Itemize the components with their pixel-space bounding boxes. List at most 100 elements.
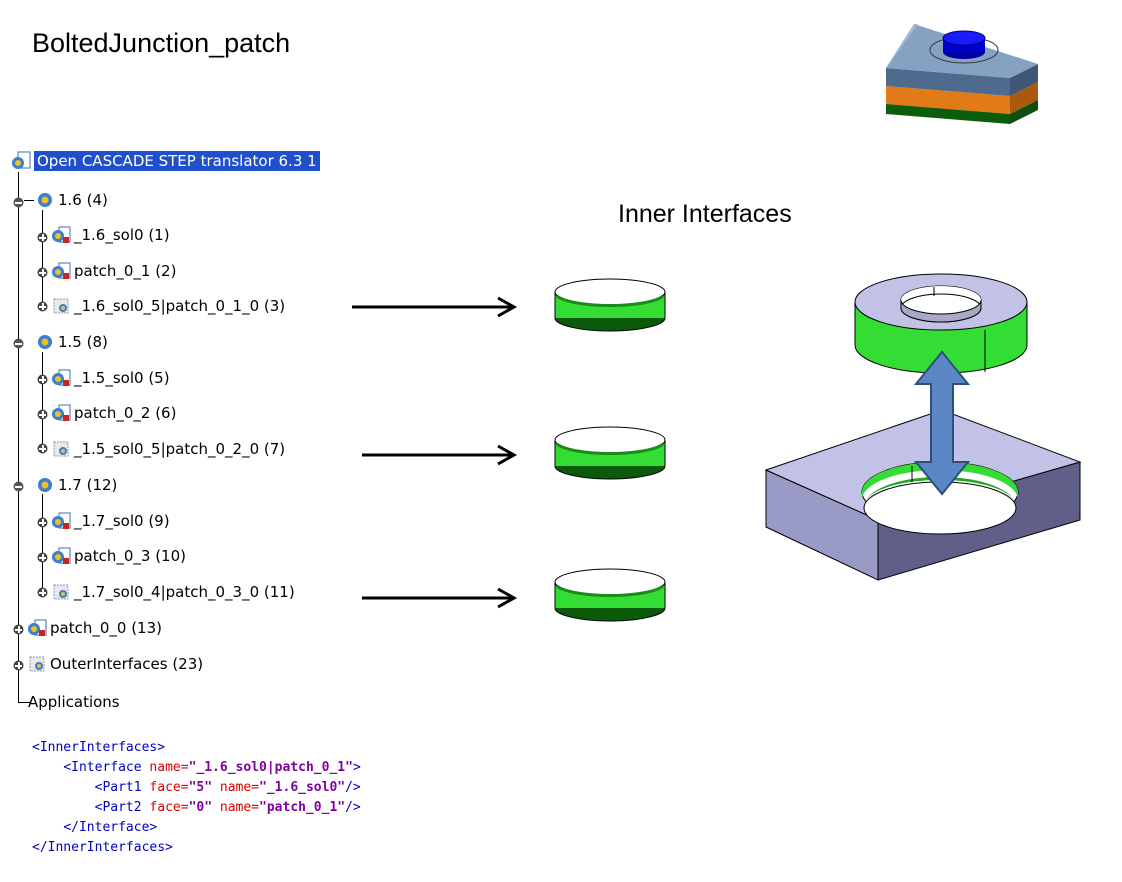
interface-icon: [53, 584, 69, 600]
expand-icon[interactable]: [37, 550, 48, 563]
tree-node[interactable]: _1.6_sol0_5|patch_0_1_0 (3): [50, 293, 285, 319]
assembly-icon: [38, 193, 52, 207]
tree-node-label: Applications: [28, 693, 120, 711]
collapse-icon[interactable]: [13, 479, 24, 492]
expand-icon[interactable]: [37, 585, 48, 598]
interface-icon: [29, 656, 45, 672]
expand-icon[interactable]: [37, 515, 48, 528]
tree-node[interactable]: _1.5_sol0_5|patch_0_2_0 (7): [50, 436, 285, 462]
xml-attr: face=: [149, 780, 189, 795]
xml-attr: name=: [149, 760, 189, 775]
xml-line: <Part2 face="0" name="patch_0_1"/>: [32, 798, 361, 818]
expand-icon[interactable]: [37, 441, 48, 454]
tree-node-label: patch_0_0 (13): [50, 619, 162, 637]
xml-tag: </Interface>: [63, 820, 158, 835]
tree-node-label: patch_0_3 (10): [74, 547, 186, 565]
tree-node-label: patch_0_1 (2): [74, 262, 177, 280]
xml-tag: <Part1: [94, 780, 142, 795]
double-arrow: [913, 350, 971, 496]
xml-snippet: <InnerInterfaces> <Interface name="_1.6_…: [32, 738, 361, 858]
tree-connector: [18, 702, 30, 703]
tree-node-label: _1.5_sol0_5|patch_0_2_0 (7): [74, 440, 286, 458]
part-icon: [52, 262, 71, 279]
tree-node-label: _1.6_sol0 (1): [74, 226, 170, 244]
tree-root[interactable]: Open CASCADE STEP translator 6.3 1: [10, 148, 320, 174]
part-icon: [52, 404, 71, 421]
xml-line: <InnerInterfaces>: [32, 738, 361, 758]
tree-node[interactable]: 1.5 (8): [34, 329, 108, 355]
tree-node[interactable]: _1.5_sol0 (5): [50, 365, 170, 391]
expand-icon[interactable]: [13, 658, 24, 671]
bolted-junction-thumbnail: [886, 24, 1038, 124]
tree-branch-line: [42, 210, 43, 306]
xml-tag: >: [352, 760, 361, 775]
tree-node-label: 1.6 (4): [58, 191, 108, 209]
xml-line: </Interface>: [32, 818, 361, 838]
collapse-icon[interactable]: [13, 336, 24, 349]
tree-node-label: patch_0_2 (6): [74, 404, 177, 422]
tree-node[interactable]: _1.7_sol0_4|patch_0_3_0 (11): [50, 579, 295, 605]
plate-with-hole: [764, 409, 1082, 581]
assembly-icon: [38, 478, 52, 492]
tree-node[interactable]: patch_0_1 (2): [50, 258, 176, 284]
expand-icon[interactable]: [13, 622, 24, 635]
xml-attr: name=: [219, 780, 260, 795]
page-title: BoltedJunction_patch: [32, 28, 291, 58]
part-icon: [52, 369, 71, 386]
interface-ring-1: [554, 278, 666, 332]
part-icon: [52, 547, 71, 564]
xml-tag: />: [345, 780, 361, 795]
expand-icon[interactable]: [37, 407, 48, 420]
xml-value: "0": [188, 800, 213, 815]
xml-tag: />: [345, 800, 361, 815]
tree-node-label: 1.7 (12): [58, 476, 118, 494]
xml-line: </InnerInterfaces>: [32, 838, 361, 858]
tree-node[interactable]: patch_0_3 (10): [50, 543, 186, 569]
xml-line: <Interface name="_1.6_sol0|patch_0_1">: [32, 758, 361, 778]
tree-node-label: _1.7_sol0_4|patch_0_3_0 (11): [74, 583, 295, 601]
expand-icon[interactable]: [37, 299, 48, 312]
interface-icon: [53, 441, 69, 457]
xml-attr: name=: [219, 800, 260, 815]
step-document-icon: [12, 151, 31, 169]
part-icon: [52, 226, 71, 243]
expand-icon[interactable]: [37, 372, 48, 385]
tree-node-label: OuterInterfaces (23): [50, 655, 204, 673]
tree-node[interactable]: Applications: [28, 689, 120, 715]
assembly-icon: [38, 335, 52, 349]
washer-ring: [854, 273, 1028, 374]
tree-node-label: _1.6_sol0_5|patch_0_1_0 (3): [74, 297, 286, 315]
collapse-icon[interactable]: [13, 195, 24, 208]
xml-value: "patch_0_1": [259, 800, 346, 815]
xml-line: <Part1 face="5" name="_1.6_sol0"/>: [32, 778, 361, 798]
tree-connector: [24, 200, 34, 201]
arrow-head: [497, 587, 518, 609]
tree-node-label: _1.7_sol0 (9): [74, 512, 170, 530]
xml-tag: <Interface: [63, 760, 142, 775]
xml-value: "5": [188, 780, 213, 795]
xml-tag: <InnerInterfaces>: [32, 740, 166, 755]
arrow-head: [497, 296, 518, 318]
tree-node[interactable]: 1.6 (4): [34, 187, 108, 213]
expand-icon[interactable]: [37, 230, 48, 243]
assembly-tree: Open CASCADE STEP translator 6.3 1 1.6 (…: [0, 0, 440, 720]
expand-icon[interactable]: [37, 265, 48, 278]
tree-node[interactable]: _1.7_sol0 (9): [50, 508, 170, 534]
inner-interfaces-title: Inner Interfaces: [618, 200, 792, 228]
interface-ring-3: [554, 568, 666, 622]
tree-root-label: Open CASCADE STEP translator 6.3 1: [34, 151, 320, 171]
tree-node[interactable]: patch_0_0 (13): [26, 615, 162, 641]
tree-trunk-line: [18, 172, 19, 702]
tree-node[interactable]: 1.7 (12): [34, 472, 117, 498]
interface-icon: [53, 298, 69, 314]
tree-node[interactable]: _1.6_sol0 (1): [50, 222, 170, 248]
xml-attr: face=: [149, 800, 189, 815]
tree-node[interactable]: OuterInterfaces (23): [26, 651, 203, 677]
tree-node-label: 1.5 (8): [58, 333, 108, 351]
xml-value: "_1.6_sol0": [259, 780, 346, 795]
tree-node[interactable]: patch_0_2 (6): [50, 400, 176, 426]
xml-tag: <Part2: [94, 800, 142, 815]
part-icon: [28, 619, 47, 636]
arrow-head: [497, 444, 518, 466]
tree-branch-line: [42, 494, 43, 590]
